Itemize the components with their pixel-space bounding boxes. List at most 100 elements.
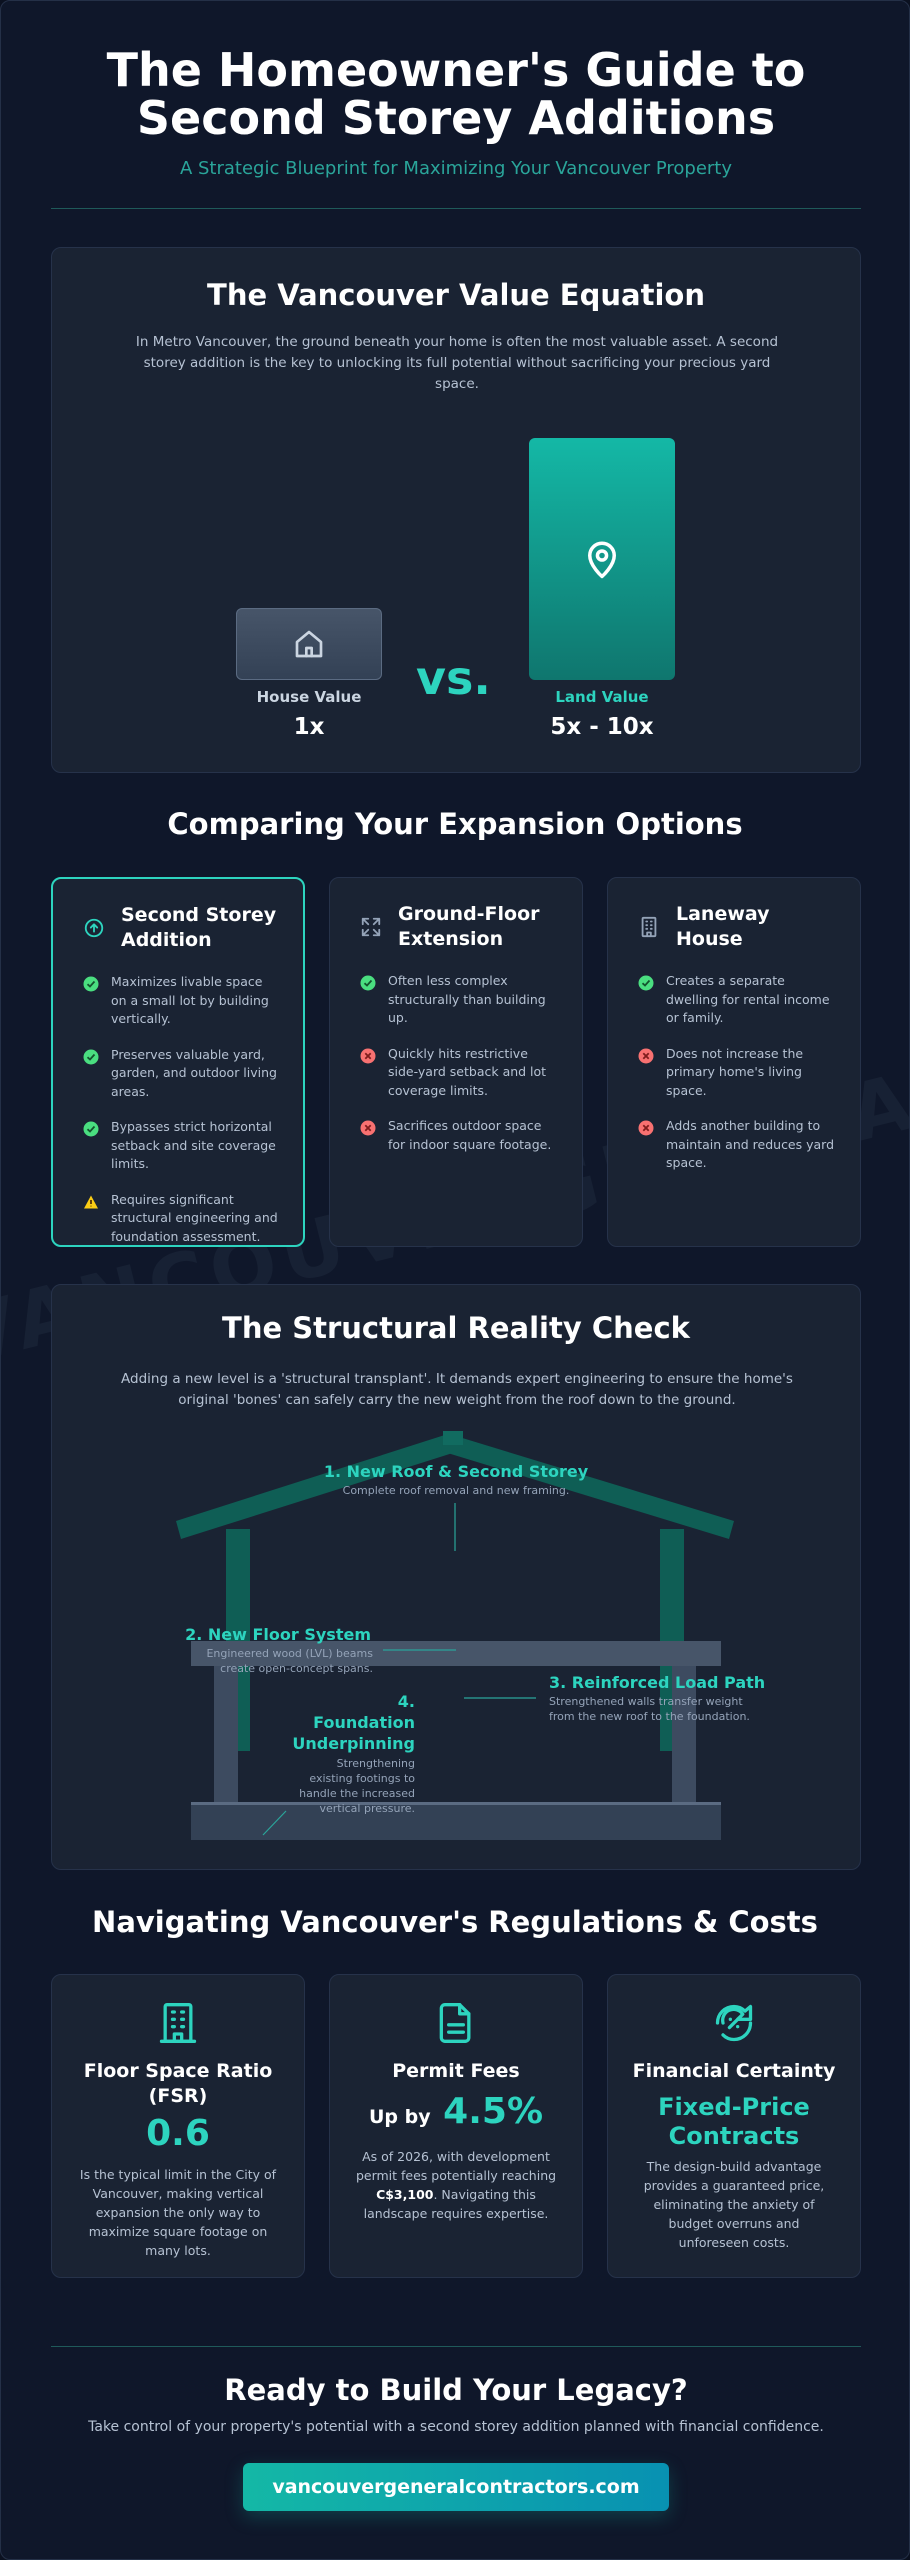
x-circle-icon (360, 1048, 376, 1063)
cta-text: Take control of your property's potentia… (88, 2419, 824, 2435)
label-foundation-sub-2: existing footings to (309, 1772, 415, 1785)
land-value-bar (529, 438, 675, 680)
building-icon (159, 2003, 197, 2043)
website-button[interactable]: vancouvergeneralcontractors.com (243, 2463, 669, 2511)
label-foundation: 4. Foundation Underpinning (251, 1691, 415, 1754)
x-circle-icon (638, 1120, 654, 1136)
x-circle-icon (360, 1120, 376, 1136)
expand-icon (361, 917, 381, 937)
arrow-up-circle-icon (84, 918, 104, 938)
check-circle-icon (638, 975, 654, 991)
structure-text: Adding a new level is a 'structural tran… (121, 1371, 793, 1408)
footer-divider (51, 2346, 861, 2347)
label-foundation-sub-4: vertical pressure. (319, 1802, 415, 1815)
label-foundation-sub-3: handle the increased (299, 1787, 415, 1800)
list-item-text: Quickly hits restrictive side-yard setba… (388, 1045, 547, 1098)
label-new-floor-sub-1: Engineered wood (LVL) beams (206, 1647, 373, 1660)
option-title: Second Storey Addition (121, 904, 277, 951)
fsr-title: Floor Space Ratio (FSR) (83, 2060, 273, 2107)
land-value-number: 5x - 10x (550, 714, 654, 740)
page-title-line1: The Homeowner's Guide to (106, 43, 806, 97)
list-item: Bypasses strict horizontal setback and s… (83, 1118, 281, 1174)
house-value-label: House Value (256, 688, 362, 706)
value-equation-text: In Metro Vancouver, the ground beneath y… (135, 334, 779, 392)
permit-text: As of 2026, with development permit fees… (354, 2147, 558, 2223)
permit-text-after: . Navigating this landscape requires exp… (363, 2187, 549, 2221)
list-item: Maximizes livable space on a small lot b… (83, 973, 281, 1029)
header: The Homeowner's Guide to Second Storey A… (1, 43, 909, 179)
finance-card: Financial Certainty Fixed-Price Contract… (607, 1974, 861, 2278)
x-circle-icon (638, 1048, 654, 1063)
warning-icon (84, 1195, 98, 1208)
fsr-card: Floor Space Ratio (FSR) 0.6 Is the typic… (51, 1974, 305, 2278)
label-new-roof: 1. New Roof & Second Storey (323, 1462, 589, 1481)
check-circle-icon (360, 975, 376, 991)
house-value-number: 1x (293, 714, 325, 740)
permit-card: Permit Fees Up by 4.5% As of 2026, with … (329, 1974, 583, 2278)
options-title: Comparing Your Expansion Options (167, 807, 743, 841)
list-item-text: Preserves valuable yard, garden, and out… (111, 1046, 277, 1099)
list-item-text: Creates a separate dwelling for rental i… (666, 973, 830, 1025)
foundation (191, 1802, 721, 1840)
price-tag-icon (715, 2004, 753, 2042)
regulations-title: Navigating Vancouver's Regulations & Cos… (92, 1905, 818, 1939)
list-item: Creates a separate dwelling for rental i… (638, 972, 838, 1028)
list-item: Quickly hits restrictive side-yard setba… (360, 1045, 560, 1101)
label-new-floor: 2. New Floor System (185, 1625, 371, 1644)
page-title: The Homeowner's Guide to Second Storey A… (1, 43, 909, 145)
list-item: Does not increase the primary home's liv… (638, 1045, 838, 1101)
label-foundation-2: Foundation (313, 1713, 415, 1732)
finance-text: The design-build advantage provides a gu… (643, 2159, 825, 2250)
label-foundation-sub-1: Strengthening (336, 1757, 415, 1770)
list-item-text: Bypasses strict horizontal setback and s… (111, 1119, 276, 1171)
label-new-floor-sub: Engineered wood (LVL) beams create open-… (151, 1646, 373, 1676)
land-value-label: Land Value (555, 688, 649, 706)
list-item: Preserves valuable yard, garden, and out… (83, 1046, 281, 1102)
map-pin-icon (588, 541, 616, 579)
value-equation-card: The Vancouver Value Equation In Metro Va… (51, 247, 861, 773)
list-item: Often less complex structurally than bui… (360, 972, 560, 1028)
structure-title: The Structural Reality Check (222, 1311, 690, 1345)
list-item-text: Sacrifices outdoor space for indoor squa… (388, 1118, 552, 1152)
check-circle-icon (83, 1049, 99, 1064)
label-foundation-sub: Strengthening existing footings to handl… (251, 1756, 415, 1816)
list-item-text: Does not increase the primary home's liv… (666, 1045, 804, 1098)
structure-card: The Structural Reality Check Adding a ne… (51, 1284, 861, 1870)
list-item: Requires significant structural engineer… (83, 1191, 281, 1247)
check-circle-icon (83, 976, 99, 992)
option-card-ground-floor: Ground-Floor Extension Often less comple… (329, 877, 583, 1247)
label-new-roof-sub: Complete roof removal and new framing. (342, 1484, 570, 1497)
foundation-edge (191, 1802, 721, 1805)
label-load-path: 3. Reinforced Load Path (549, 1673, 766, 1692)
label-load-path-sub: Strengthened walls transfer weight from … (549, 1694, 789, 1724)
permit-text-before: As of 2026, with development permit fees… (355, 2149, 557, 2183)
option-title: Ground-Floor Extension (398, 903, 540, 950)
permit-increase: Up by 4.5% (340, 2091, 572, 2132)
list-item: Sacrifices outdoor space for indoor squa… (360, 1117, 560, 1154)
option-title: Laneway House (676, 903, 770, 950)
permit-title: Permit Fees (392, 2060, 520, 2082)
house-structure-diagram (176, 1431, 734, 1840)
house-value-bar (236, 608, 382, 680)
option-card-second-storey: Second Storey Addition Maximizes livable… (51, 877, 305, 1247)
fsr-text: Is the typical limit in the City of Vanc… (79, 2167, 277, 2258)
page-title-line2: Second Storey Additions (136, 91, 776, 145)
document-icon (439, 2003, 471, 2043)
value-equation-title: The Vancouver Value Equation (207, 278, 705, 312)
permit-prefix: Up by (368, 2106, 431, 2128)
leader-line-foundation (262, 1810, 287, 1836)
permit-value: 4.5% (443, 2091, 544, 2132)
label-load-path-sub-2: from the new roof to the foundation. (549, 1710, 750, 1723)
finance-title: Financial Certainty (632, 2060, 836, 2082)
lower-wall-left (214, 1666, 238, 1802)
divider (51, 208, 861, 209)
option-card-laneway: Laneway House Creates a separate dwellin… (607, 877, 861, 1247)
label-new-floor-sub-2: create open-concept spans. (220, 1662, 373, 1675)
floor-system (191, 1641, 721, 1666)
roof-left (176, 1433, 459, 1539)
page-subtitle: A Strategic Blueprint for Maximizing You… (179, 158, 733, 179)
cta-title: Ready to Build Your Legacy? (224, 2373, 688, 2407)
list-item: Adds another building to maintain and re… (638, 1117, 838, 1173)
finance-value: Fixed-Price Contracts (658, 2093, 810, 2150)
